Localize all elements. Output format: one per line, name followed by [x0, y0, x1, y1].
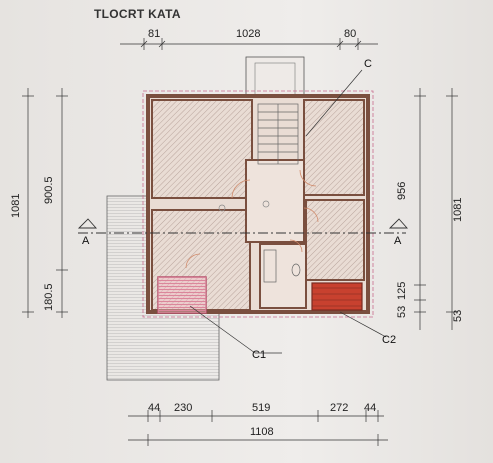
dim-bottom-5: 44 — [364, 402, 377, 414]
label-c1: C1 — [252, 349, 267, 361]
dim-right-2: 53 — [396, 305, 408, 318]
dim-left-total: 1081 — [10, 193, 22, 218]
dim-bottom-3: 519 — [252, 402, 271, 414]
room-right — [305, 199, 365, 281]
section-mark-left — [77, 218, 98, 229]
dim-bottom-2: 230 — [174, 402, 193, 414]
bathroom — [259, 243, 307, 309]
dim-left-1: 900.5 — [43, 176, 55, 204]
label-c2: C2 — [382, 334, 397, 346]
dim-top-1: 81 — [148, 28, 161, 40]
label-c: C — [364, 58, 372, 70]
dim-right-1: 956 — [396, 181, 408, 200]
room-top-left — [151, 99, 253, 199]
dim-right-3: 125 — [396, 281, 408, 300]
dim-bottom-total: 1108 — [250, 426, 274, 438]
dim-bottom-4: 272 — [330, 402, 349, 414]
stairs — [257, 103, 299, 165]
element-c2 — [311, 282, 363, 311]
dim-bottom-1: 44 — [148, 402, 161, 414]
section-mark-right — [388, 218, 409, 229]
corridor — [245, 159, 305, 243]
dim-top-2: 1028 — [236, 28, 261, 40]
dim-right-4: 53 — [452, 309, 464, 322]
dim-left-2: 180.5 — [43, 283, 55, 311]
dim-top-3: 80 — [344, 28, 357, 40]
section-letter-right: A — [394, 235, 402, 247]
dim-right-total: 1081 — [452, 197, 464, 222]
drawing-title: TLOCRT KATA — [94, 7, 181, 21]
section-letter-left: A — [82, 235, 90, 247]
element-c1 — [157, 276, 207, 314]
room-top-right — [303, 99, 365, 196]
